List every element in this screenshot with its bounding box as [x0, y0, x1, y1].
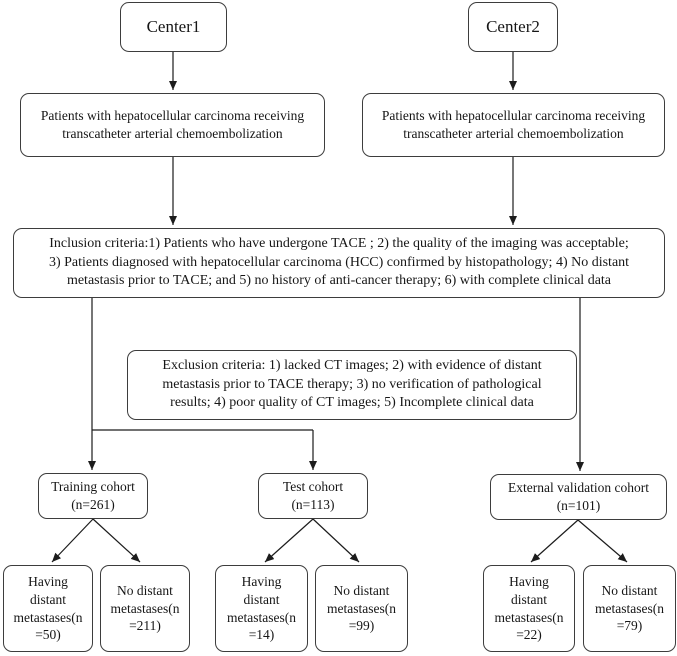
node-exclusion-criteria: Exclusion criteria: 1) lacked CT images;…: [127, 350, 577, 420]
node-test-cohort: Test cohort (n=113): [258, 473, 368, 519]
node-external-validation-cohort: External validation cohort (n=101): [490, 474, 667, 520]
node-training-no-metastases: No distant metastases(n =211): [100, 565, 190, 652]
node-inclusion-criteria: Inclusion criteria:1) Patients who have …: [13, 228, 665, 298]
node-training-having-metastases: Having distant metastases(n =50): [3, 565, 93, 652]
node-patients-center1: Patients with hepatocellular carcinoma r…: [20, 93, 325, 157]
node-patients-center2: Patients with hepatocellular carcinoma r…: [362, 93, 665, 157]
node-test-having-metastases: Having distant metastases(n =14): [215, 565, 308, 652]
node-external-having-metastases: Having distant metastases(n =22): [483, 565, 575, 652]
node-training-cohort: Training cohort (n=261): [38, 473, 148, 519]
node-center1: Center1: [120, 2, 227, 52]
node-external-no-metastases: No distant metastases(n =79): [583, 565, 676, 652]
node-center2: Center2: [468, 2, 558, 52]
node-test-no-metastases: No distant metastases(n =99): [315, 565, 408, 652]
